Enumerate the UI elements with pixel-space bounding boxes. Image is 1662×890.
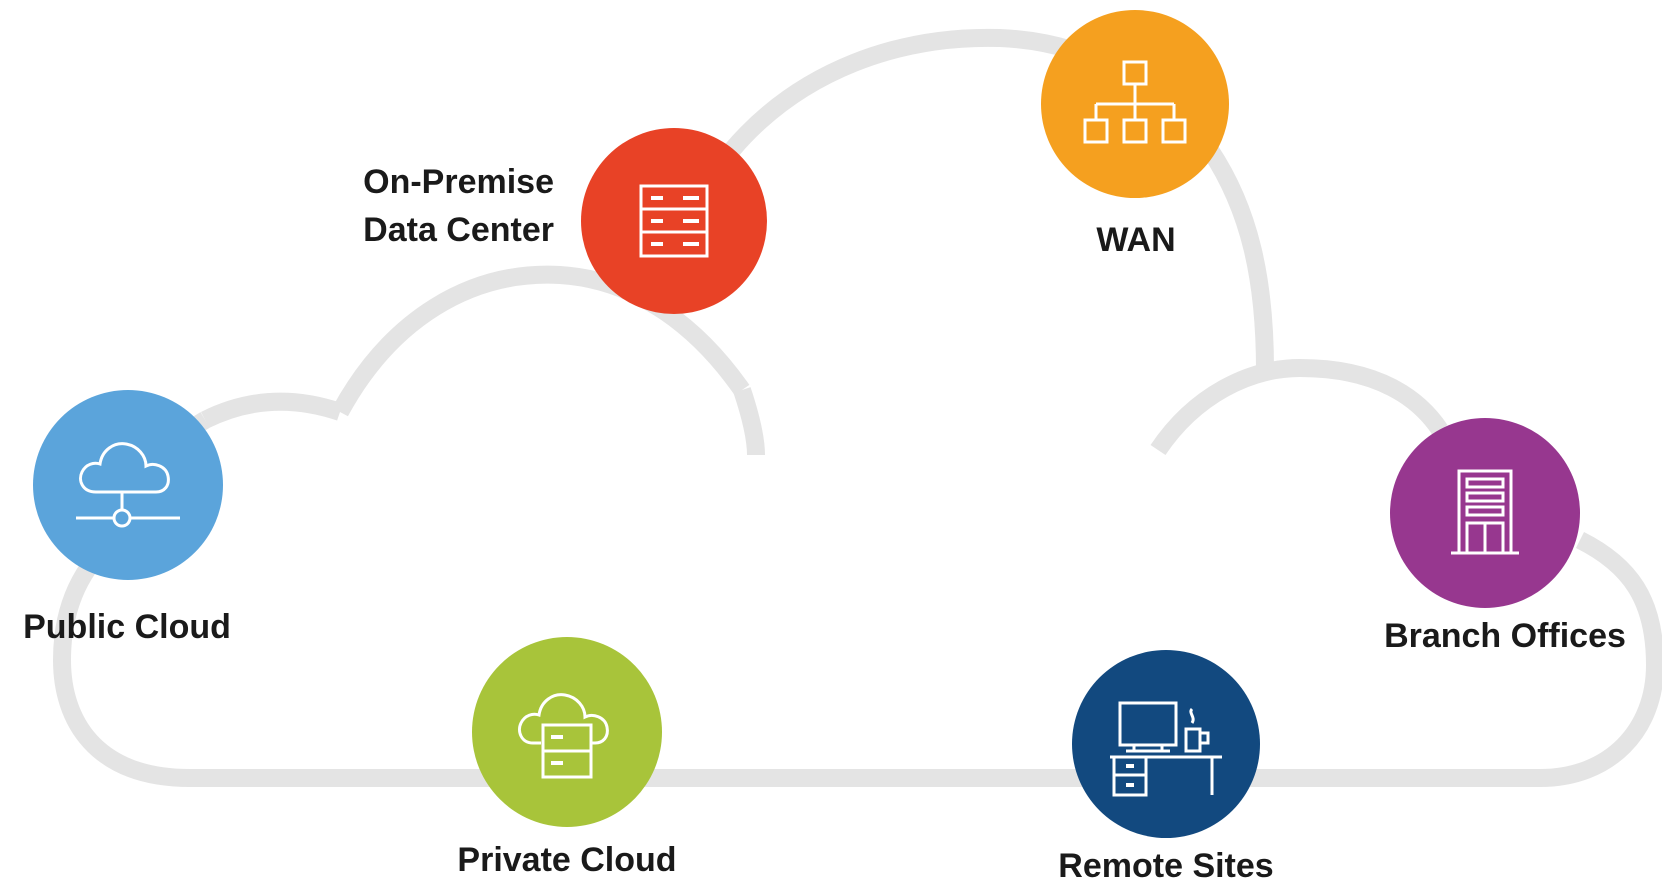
server-rack-icon xyxy=(639,184,709,258)
on-premise-label-line-2: Data Center xyxy=(363,211,554,249)
on-premise-data-center-node xyxy=(581,128,767,314)
private-cloud-label-line-1: Private Cloud xyxy=(457,841,677,879)
cloud-network-icon xyxy=(76,442,180,528)
remote-sites-label-line-1: Remote Sites xyxy=(1058,847,1274,885)
remote-sites-node xyxy=(1072,650,1260,838)
branch-offices-label-line-1: Branch Offices xyxy=(1384,617,1626,655)
private-cloud-node xyxy=(472,637,662,827)
office-building-icon xyxy=(1451,469,1519,555)
public-cloud-label-line-1: Public Cloud xyxy=(23,608,231,646)
public-cloud-label: Public Cloud xyxy=(2,603,252,651)
on-premise-label-line-1: On-Premise xyxy=(363,163,554,201)
private-cloud-label: Private Cloud xyxy=(432,836,702,884)
branch-offices-node xyxy=(1390,418,1580,608)
wan-label: WAN xyxy=(1036,216,1236,264)
branch-offices-label: Branch Offices xyxy=(1360,612,1650,660)
desk-computer-icon xyxy=(1110,701,1222,797)
remote-sites-label: Remote Sites xyxy=(1036,842,1296,890)
network-hierarchy-icon xyxy=(1083,60,1187,144)
wan-label-line-1: WAN xyxy=(1096,221,1176,259)
cloud-server-icon xyxy=(518,693,609,779)
public-cloud-node xyxy=(33,390,223,580)
on-premise-data-center-label: On-Premise Data Center xyxy=(300,158,554,254)
wan-node xyxy=(1041,10,1229,198)
